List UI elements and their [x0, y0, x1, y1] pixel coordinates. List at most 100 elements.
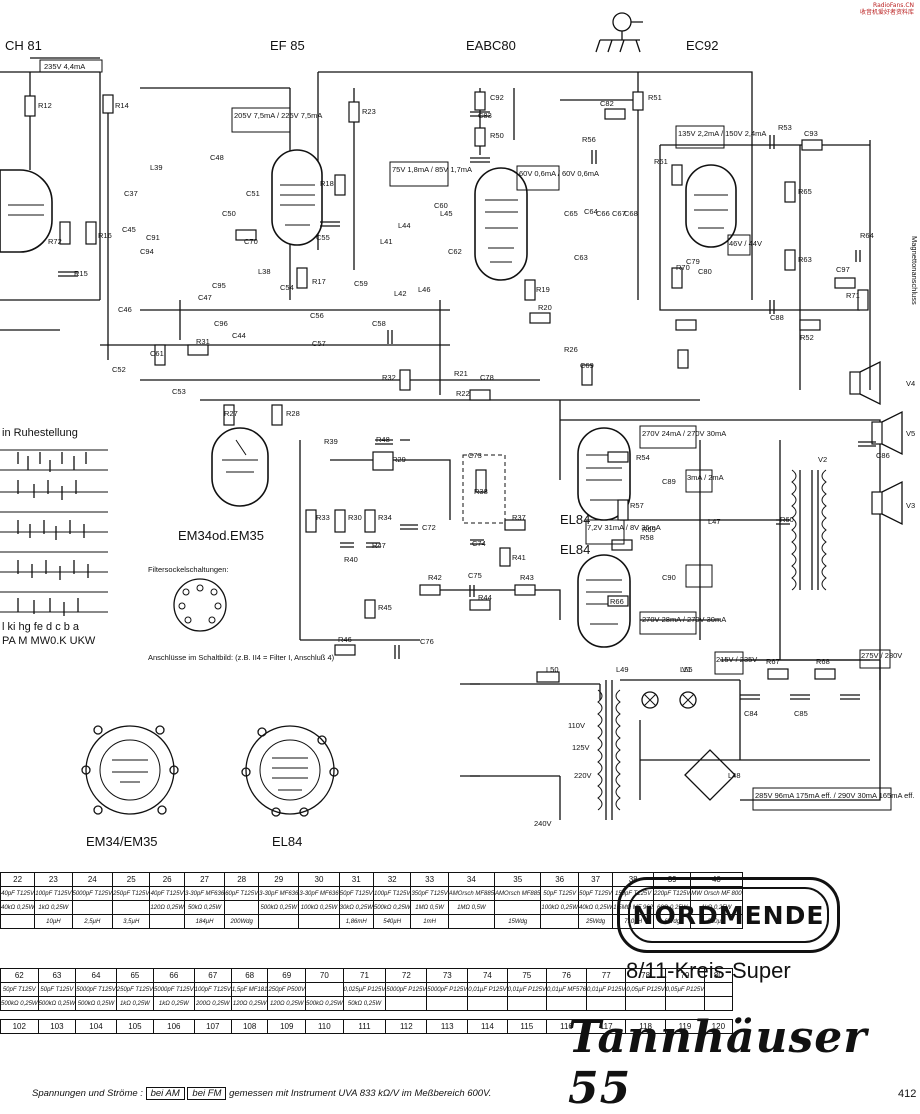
model-name: Tannhäuser 55 [568, 1012, 868, 1114]
filter-title: Filtersockelschaltungen: [148, 565, 228, 574]
parts-cell: 1mH [410, 914, 449, 929]
parts-cell: 115 [506, 1019, 547, 1034]
parts-cell: 500kΩ 0,25W [37, 996, 77, 1011]
parts-cell: 1,86mH [338, 914, 374, 929]
component-label-r18: R18 [320, 179, 334, 188]
component-label-c75: C75 [468, 571, 482, 580]
parts-cell: 112 [385, 1019, 428, 1034]
parts-cell: 22 [0, 872, 36, 887]
component-label-r50: R50 [490, 131, 504, 140]
filter-note: Anschlüsse im Schaltbild: (z.B. II4 = Fi… [148, 653, 335, 662]
parts-cell [385, 996, 428, 1011]
parts-cell: 5000pF T125V [153, 982, 195, 997]
component-label-r38: R38 [474, 487, 488, 496]
parts-cell: 50pF T125V [540, 886, 579, 901]
parts-cell: 540µH [372, 914, 412, 929]
socket-em34-label: EM34/EM35 [86, 834, 158, 849]
parts-cell: 0,05µF P125V [664, 982, 706, 997]
component-label-r29: R29 [392, 455, 406, 464]
parts-cell: 0,01µF P125V [506, 982, 547, 997]
parts-cell: 105 [115, 1019, 155, 1034]
component-label-c56: C56 [310, 311, 324, 320]
component-label-r16: R16 [98, 231, 112, 240]
parts-cell: 100pF T125V [193, 982, 232, 997]
component-label-r71: R71 [846, 291, 860, 300]
component-label-c91: C91 [146, 233, 160, 242]
component-label-r26: R26 [564, 345, 578, 354]
component-label-r58: R58 [640, 533, 654, 542]
annotation-rectifier: 285V 96mA 175mA eff. / 290V 30mA 165mA e… [755, 791, 914, 800]
receiver-type: 8/11-Kreis-Super [626, 958, 791, 983]
component-label-c68: C68 [624, 209, 638, 218]
page-number: 412 [898, 1088, 917, 1100]
footer-am: bei AM [145, 1087, 185, 1100]
parts-cell: 100kΩ 0,25W [298, 900, 340, 915]
watermark-line-2: 收音机爱好者资料库 [859, 9, 914, 16]
parts-cell: 100pF T125V [372, 886, 412, 901]
component-label-l46: L46 [418, 285, 431, 294]
socket-el84-label: EL84 [272, 834, 302, 849]
parts-cell [112, 900, 151, 915]
parts-cell: 77 [586, 968, 627, 983]
annotation-ec92-plate: 135V 2,2mA / 150V 2,4mA [678, 129, 766, 138]
watermark-line-1: RadioFans.CN [873, 2, 914, 9]
component-label-c60: C60 [434, 201, 448, 210]
component-label-r61: R61 [654, 157, 668, 166]
parts-cell [0, 914, 36, 929]
component-label-r21: R21 [454, 369, 468, 378]
tube-el84-top [577, 427, 631, 521]
parts-cell: 40pF T125V [149, 886, 185, 901]
parts-cell: 500kΩ 0,25W [305, 996, 344, 1011]
parts-cell: 63 [37, 968, 77, 983]
parts-cell: 62 [0, 968, 39, 983]
annotation-eabc-plate: 60V 0,6mA / 60V 0,6mA [519, 169, 599, 178]
component-label-c64: C64 [584, 207, 598, 216]
component-label-c67: C67 [612, 209, 626, 218]
parts-cell: 104 [75, 1019, 117, 1034]
component-label-r34: R34 [378, 513, 392, 522]
magnet-label: Magnettonanschluss [910, 236, 919, 305]
component-label-l49: L49 [616, 665, 629, 674]
parts-cell: 5000pF T125V [71, 886, 114, 901]
component-label-r48: R48 [376, 435, 390, 444]
parts-cell: 72 [385, 968, 428, 983]
footer-fm: bei FM [187, 1087, 227, 1100]
parts-cell: 15Wdg [494, 914, 542, 929]
component-label-c74: C74 [472, 539, 486, 548]
parts-cell: 70 [305, 968, 344, 983]
parts-cell [305, 982, 344, 997]
component-label-l48: L48 [728, 771, 741, 780]
annotation-ef85-g2: 75V 1,8mA / 85V 1,7mA [392, 165, 472, 174]
parts-cell: 200Ω 0,25W [193, 996, 232, 1011]
component-label-l45: L45 [440, 209, 453, 218]
component-label-l39: L39 [150, 163, 163, 172]
parts-cell: AMOrsch MF885 [494, 886, 542, 901]
parts-cell: 330µH [690, 914, 743, 929]
component-label-r51: R51 [648, 93, 662, 102]
component-label-c47: C47 [198, 293, 212, 302]
parts-cell [545, 996, 588, 1011]
parts-cell [625, 996, 666, 1011]
parts-cell: 1kΩ 0,25W [153, 996, 195, 1011]
parts-cell: 500kΩ 0,25W [0, 996, 39, 1011]
component-label-c66: C66 [596, 209, 610, 218]
pilot-lamp-icon [641, 691, 697, 709]
parts-cell: 0,025µF P125V [342, 982, 387, 997]
speaker-icon [849, 360, 903, 526]
component-label-c83: C83 [478, 111, 492, 120]
component-label-l44: L44 [398, 221, 411, 230]
component-label-l50: L50 [546, 665, 559, 674]
parts-cell: 3,5µH [112, 914, 151, 929]
component-label-c90: C90 [662, 573, 676, 582]
brand-logo: NORDMENDE [617, 877, 840, 953]
component-label-v4: V4 [906, 379, 915, 388]
annotation-el84-a1: 270V 24mA / 270V 30mA [642, 429, 726, 438]
component-label-v2: V2 [818, 455, 827, 464]
parts-cell [71, 900, 114, 915]
parts-cell: 0,01µF P125V [467, 982, 508, 997]
parts-cell: 33 [410, 872, 449, 887]
component-label-l42: L42 [394, 289, 407, 298]
parts-cell: 50kΩ 0,25W [183, 900, 226, 915]
